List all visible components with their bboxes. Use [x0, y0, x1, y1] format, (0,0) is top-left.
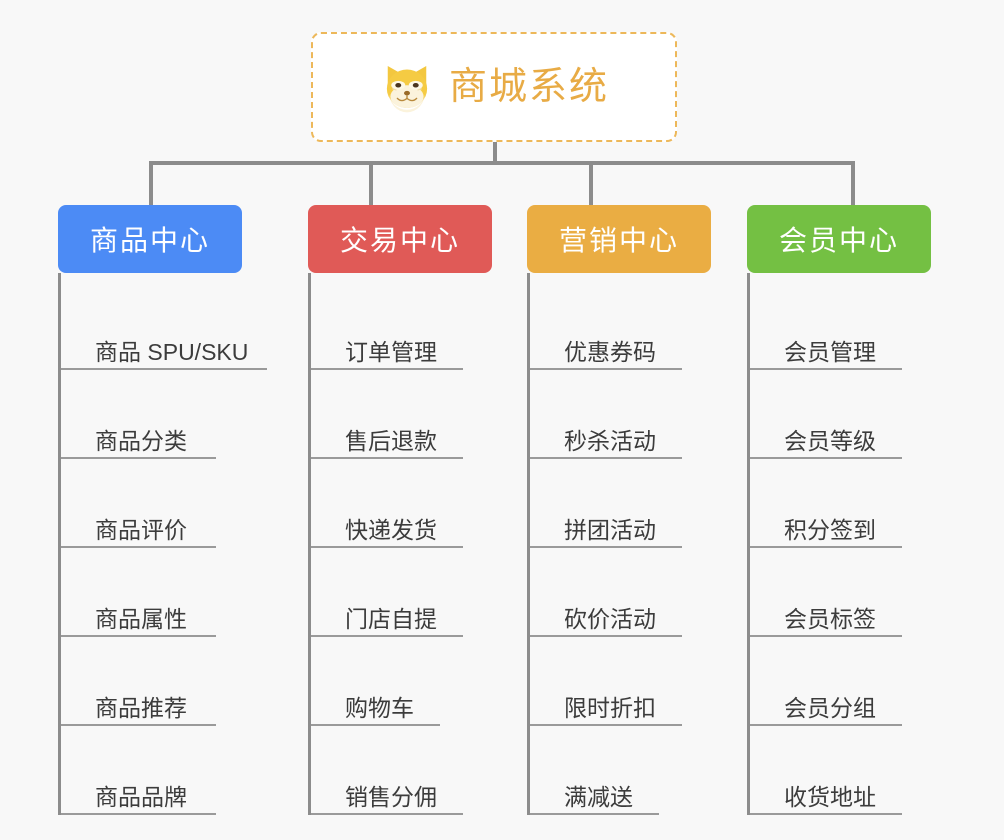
- leaf-item-member-group[interactable]: 会员分组: [750, 637, 931, 726]
- leaf-underline: [750, 635, 902, 637]
- leaf-list-member-center: 会员管理 会员等级 积分签到 会员标签 会员分组 收货地址: [747, 273, 931, 815]
- leaf-label: 积分签到: [784, 516, 876, 543]
- category-label-trade-center: 交易中心: [339, 225, 460, 256]
- leaf-underline: [530, 813, 659, 815]
- shiba-dog-icon: [386, 66, 428, 113]
- column-trade-center: 交易中心 订单管理 售后退款 快递发货 门店自提 购物车: [308, 205, 492, 815]
- connector-drop-member-center: [851, 161, 855, 205]
- leaf-item-product-category[interactable]: 商品分类: [61, 370, 242, 459]
- category-box-marketing-center[interactable]: 营销中心: [527, 205, 711, 273]
- leaf-underline: [530, 457, 682, 459]
- leaf-underline: [311, 724, 440, 726]
- leaf-label: 商品属性: [95, 605, 187, 632]
- category-box-trade-center[interactable]: 交易中心: [308, 205, 492, 273]
- leaf-item-express-delivery[interactable]: 快递发货: [311, 459, 492, 548]
- column-product-center: 商品中心 商品 SPU/SKU 商品分类 商品评价 商品属性 商品推荐: [58, 205, 267, 815]
- leaf-underline: [750, 546, 902, 548]
- leaf-item-shopping-cart[interactable]: 购物车: [311, 637, 492, 726]
- leaf-underline: [530, 724, 682, 726]
- leaf-underline: [530, 635, 682, 637]
- leaf-item-product-brand[interactable]: 商品品牌: [61, 726, 242, 815]
- category-label-marketing-center: 营销中心: [558, 225, 679, 256]
- root-title: 商城系统: [448, 66, 609, 108]
- leaf-underline: [311, 457, 463, 459]
- leaf-item-full-reduction-gift[interactable]: 满减送: [530, 726, 711, 815]
- leaf-underline: [750, 724, 902, 726]
- leaf-label: 优惠券码: [564, 338, 656, 365]
- leaf-label: 满减送: [564, 783, 633, 810]
- category-box-member-center[interactable]: 会员中心: [747, 205, 931, 273]
- leaf-label: 订单管理: [345, 338, 437, 365]
- leaf-label: 销售分佣: [345, 783, 437, 810]
- leaf-underline: [61, 546, 216, 548]
- leaf-item-limited-discount[interactable]: 限时折扣: [530, 637, 711, 726]
- leaf-label: 商品品牌: [95, 783, 187, 810]
- connector-drop-marketing-center: [589, 161, 593, 205]
- leaf-item-after-sales-refund[interactable]: 售后退款: [311, 370, 492, 459]
- leaf-underline: [530, 368, 682, 370]
- leaf-underline: [311, 813, 463, 815]
- leaf-label: 商品分类: [95, 427, 187, 454]
- leaf-label: 限时折扣: [564, 694, 656, 721]
- leaf-underline: [311, 368, 463, 370]
- leaf-label: 商品推荐: [95, 694, 187, 721]
- leaf-label: 拼团活动: [564, 516, 656, 543]
- leaf-label: 门店自提: [345, 605, 437, 632]
- leaf-label: 快递发货: [345, 516, 437, 543]
- leaf-item-product-attribute[interactable]: 商品属性: [61, 548, 242, 637]
- leaf-label: 秒杀活动: [564, 427, 656, 454]
- leaf-label: 会员管理: [784, 338, 876, 365]
- leaf-item-shipping-address[interactable]: 收货地址: [750, 726, 931, 815]
- leaf-label: 购物车: [345, 694, 414, 721]
- column-marketing-center: 营销中心 优惠券码 秒杀活动 拼团活动 砍价活动 限时折扣: [527, 205, 711, 815]
- leaf-label: 会员标签: [784, 605, 876, 632]
- leaf-item-product-spu-sku[interactable]: 商品 SPU/SKU: [61, 281, 267, 370]
- leaf-item-group-buy[interactable]: 拼团活动: [530, 459, 711, 548]
- leaf-item-member-level[interactable]: 会员等级: [750, 370, 931, 459]
- leaf-underline: [61, 813, 216, 815]
- leaf-list-trade-center: 订单管理 售后退款 快递发货 门店自提 购物车 销售分佣: [308, 273, 492, 815]
- leaf-item-coupon-code[interactable]: 优惠券码: [530, 281, 711, 370]
- leaf-item-order-management[interactable]: 订单管理: [311, 281, 492, 370]
- leaf-underline: [61, 635, 216, 637]
- leaf-item-store-pickup[interactable]: 门店自提: [311, 548, 492, 637]
- leaf-list-marketing-center: 优惠券码 秒杀活动 拼团活动 砍价活动 限时折扣 满减送: [527, 273, 711, 815]
- leaf-item-points-checkin[interactable]: 积分签到: [750, 459, 931, 548]
- leaf-item-product-review[interactable]: 商品评价: [61, 459, 242, 548]
- leaf-label: 商品 SPU/SKU: [95, 338, 249, 365]
- leaf-item-flash-sale[interactable]: 秒杀活动: [530, 370, 711, 459]
- leaf-item-member-tag[interactable]: 会员标签: [750, 548, 931, 637]
- connector-horizontal-bus: [149, 161, 855, 165]
- leaf-underline: [750, 368, 902, 370]
- leaf-label: 收货地址: [784, 783, 876, 810]
- connector-root-stem: [493, 142, 497, 164]
- leaf-list-product-center: 商品 SPU/SKU 商品分类 商品评价 商品属性 商品推荐 商品品牌: [58, 273, 267, 815]
- leaf-underline: [311, 635, 463, 637]
- leaf-underline: [61, 368, 267, 370]
- connector-drop-product-center: [149, 161, 153, 205]
- leaf-label: 砍价活动: [564, 605, 656, 632]
- leaf-item-product-recommend[interactable]: 商品推荐: [61, 637, 242, 726]
- leaf-label: 会员分组: [784, 694, 876, 721]
- connector-drop-trade-center: [369, 161, 373, 205]
- leaf-underline: [530, 546, 682, 548]
- leaf-underline: [311, 546, 463, 548]
- leaf-item-sales-commission[interactable]: 销售分佣: [311, 726, 492, 815]
- leaf-label: 售后退款: [345, 427, 437, 454]
- leaf-underline: [750, 813, 902, 815]
- root-node-mall-system[interactable]: 商城系统: [311, 32, 677, 142]
- leaf-label: 商品评价: [95, 516, 187, 543]
- column-member-center: 会员中心 会员管理 会员等级 积分签到 会员标签 会员分组: [747, 205, 931, 815]
- leaf-underline: [61, 724, 216, 726]
- leaf-item-bargain-activity[interactable]: 砍价活动: [530, 548, 711, 637]
- leaf-item-member-management[interactable]: 会员管理: [750, 281, 931, 370]
- leaf-underline: [750, 457, 902, 459]
- category-label-product-center: 商品中心: [89, 225, 210, 256]
- leaf-underline: [61, 457, 216, 459]
- category-box-product-center[interactable]: 商品中心: [58, 205, 242, 273]
- category-label-member-center: 会员中心: [778, 225, 899, 256]
- leaf-label: 会员等级: [784, 427, 876, 454]
